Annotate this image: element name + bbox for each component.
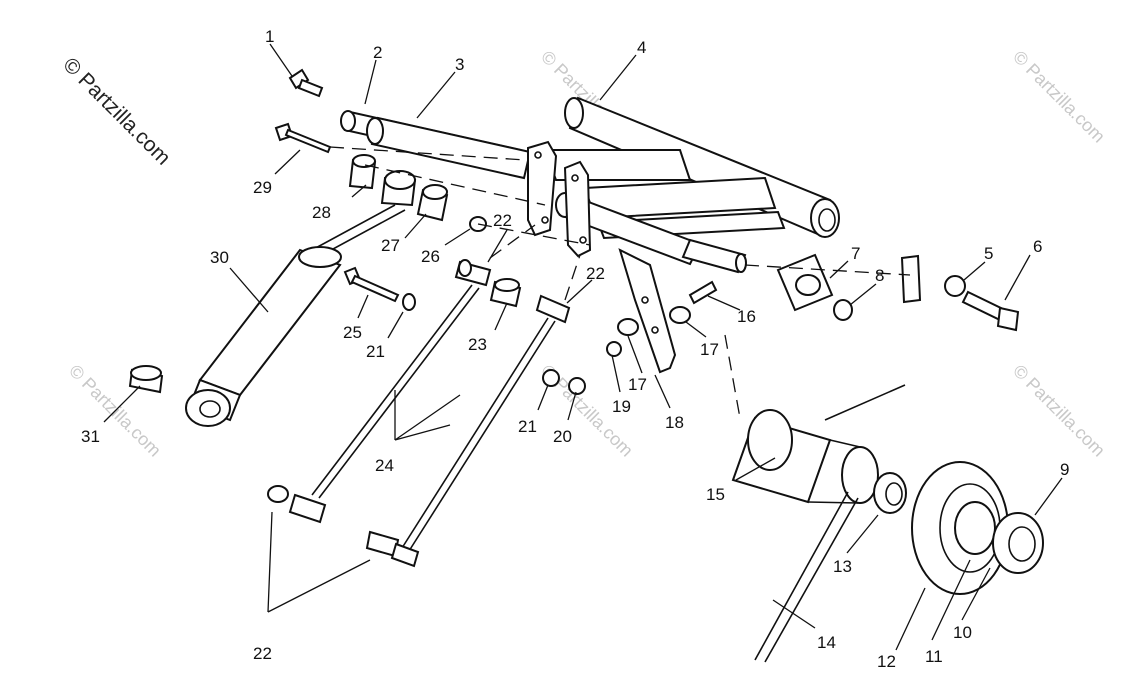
assembly-lines	[329, 146, 911, 419]
callout-number: 12	[877, 652, 896, 671]
callout-number: 5	[984, 244, 993, 263]
callout-number: 6	[1033, 237, 1042, 256]
cross-braces	[543, 149, 786, 240]
leader-lines	[103, 43, 1063, 651]
callout-number: 25	[343, 323, 362, 342]
callout-number: 22	[253, 644, 272, 663]
callout-number: 2	[373, 43, 382, 62]
watermark: © Partzilla.com	[1009, 47, 1109, 147]
callout-number: 4	[637, 38, 646, 57]
callout-number: 14	[817, 633, 836, 652]
callout-number: 3	[455, 55, 464, 74]
link-rod-left	[267, 259, 492, 524]
front-tube	[340, 110, 532, 180]
copyright-notice: © Partzilla.com	[58, 53, 174, 169]
callouts: 1 2 3 4 5 6 7 8 9 10 11 12 13 14 15 16 1…	[81, 27, 1069, 671]
wheel-12	[911, 461, 1009, 595]
callout-number: 1	[265, 27, 274, 46]
side-plates	[527, 140, 592, 258]
callout-number: 17	[700, 340, 719, 359]
callout-number: 30	[210, 248, 229, 267]
shock-absorber	[185, 170, 417, 427]
link-rod-right	[365, 294, 571, 568]
bolt	[288, 68, 324, 98]
callout-number: 21	[366, 342, 385, 361]
callout-number: 20	[553, 427, 572, 446]
bushing-23	[489, 278, 522, 308]
bolt-25	[343, 266, 416, 311]
spacer-13	[873, 472, 907, 514]
callout-number: 15	[706, 485, 725, 504]
long-bolt	[274, 122, 332, 154]
callout-number: 13	[833, 557, 852, 576]
callout-number: 16	[737, 307, 756, 326]
callout-number: 28	[312, 203, 331, 222]
callout-number: 26	[421, 247, 440, 266]
callout-number: 23	[468, 335, 487, 354]
callout-number: 11	[925, 647, 943, 666]
callout-number: 7	[851, 244, 860, 263]
clip-bolt	[900, 254, 1020, 332]
watermark: © Partzilla.com	[1009, 361, 1109, 461]
bearing-9	[992, 512, 1044, 574]
washers-nuts	[542, 280, 718, 395]
callout-number: 24	[375, 456, 394, 475]
callout-number: 19	[612, 397, 631, 416]
bushing-27	[416, 184, 449, 222]
callout-number: 29	[253, 178, 272, 197]
callout-number: 22	[586, 264, 605, 283]
bracket	[618, 248, 677, 374]
callout-number: 9	[1060, 460, 1069, 479]
spring-spool	[731, 409, 879, 504]
bushing-28	[348, 154, 377, 190]
callout-number: 21	[518, 417, 537, 436]
callout-number: 22	[493, 211, 512, 230]
callout-number: 18	[665, 413, 684, 432]
nut-plate	[776, 253, 853, 321]
callout-number: 10	[953, 623, 972, 642]
callout-number: 8	[875, 266, 884, 285]
spring-wire	[754, 384, 906, 663]
bushing-31	[128, 365, 164, 394]
callout-number: 17	[628, 375, 647, 394]
callout-number: 31	[81, 427, 100, 446]
callout-number: 27	[381, 236, 400, 255]
